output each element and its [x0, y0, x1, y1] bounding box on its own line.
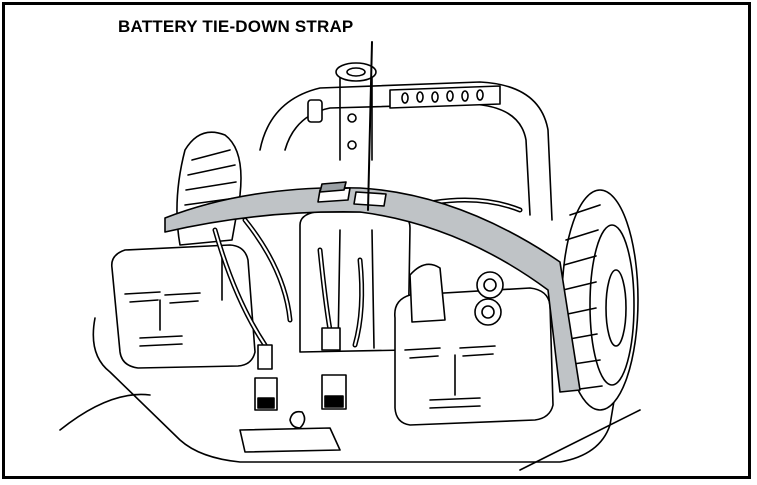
callout-leader-line [367, 41, 373, 211]
right-front-wheel [561, 189, 639, 411]
right-battery [393, 263, 554, 426]
battery-tie-down-strap [164, 181, 581, 393]
left-battery [110, 244, 256, 369]
connector-plugs [254, 327, 347, 429]
callout-label: BATTERY TIE-DOWN STRAP [118, 17, 354, 36]
